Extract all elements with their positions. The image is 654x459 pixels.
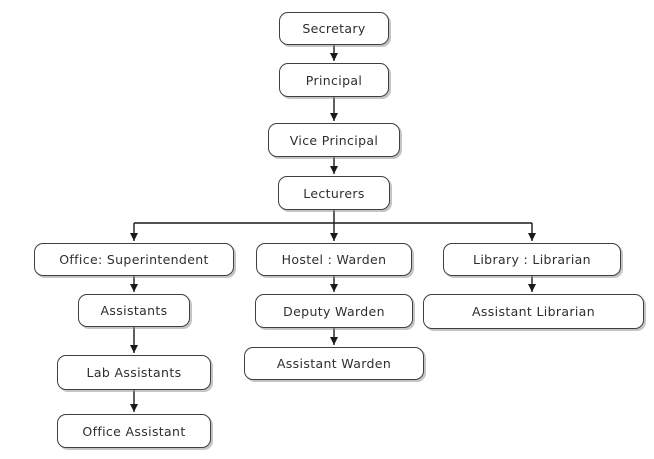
node-office-superintendent: Office: Superintendent <box>34 243 234 276</box>
node-lecturers: Lecturers <box>278 176 390 210</box>
node-assistants: Assistants <box>78 294 190 327</box>
node-deputy-warden: Deputy Warden <box>255 294 413 328</box>
node-principal: Principal <box>279 63 389 97</box>
node-lab-assistants: Lab Assistants <box>57 355 211 390</box>
node-vice-principal: Vice Principal <box>268 123 400 157</box>
node-library-librarian: Library : Librarian <box>443 243 621 276</box>
node-hostel-warden: Hostel : Warden <box>256 243 412 276</box>
node-office-assistant: Office Assistant <box>57 414 211 448</box>
node-assistant-librarian: Assistant Librarian <box>423 294 644 329</box>
node-assistant-warden: Assistant Warden <box>244 347 424 380</box>
node-secretary: Secretary <box>279 12 389 45</box>
